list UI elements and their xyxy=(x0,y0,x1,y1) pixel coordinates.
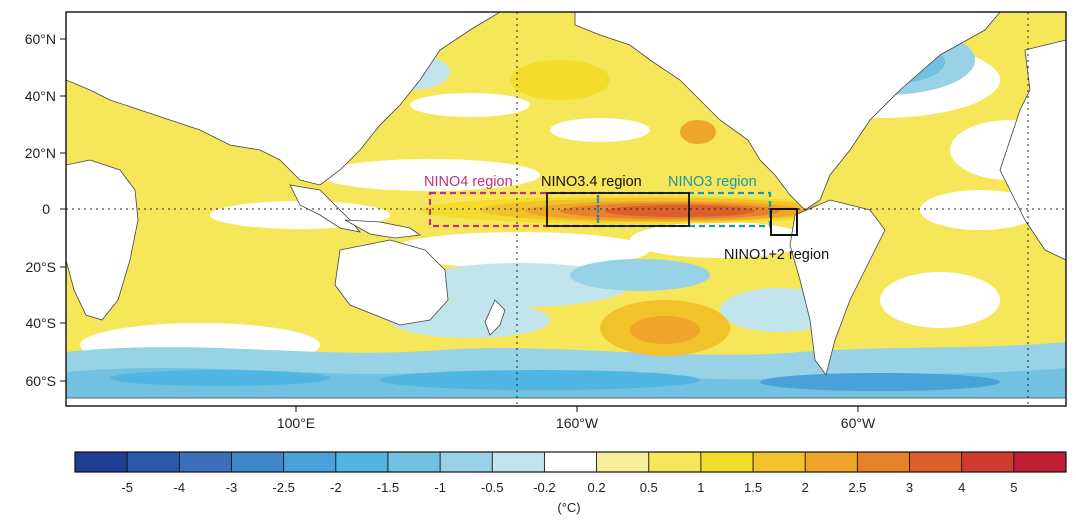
colorbar-tick-label: 5 xyxy=(1010,480,1017,495)
colorbar-swatch xyxy=(857,452,910,472)
map-gridlines xyxy=(66,12,1066,406)
colorbar-swatch xyxy=(961,452,1015,472)
colorbar-swatch xyxy=(75,452,128,472)
nino12-box xyxy=(770,208,798,236)
land-antarctica xyxy=(66,397,1066,406)
colorbar-tick-label: 3 xyxy=(906,480,913,495)
longitude-labels: 100°E 160°W 60°W xyxy=(277,415,876,431)
map-area xyxy=(66,12,1066,406)
colorbar-tick-label: 2.5 xyxy=(848,480,866,495)
land-new-zealand xyxy=(484,299,506,336)
colorbar-swatch xyxy=(544,452,597,472)
colorbar-swatch xyxy=(231,452,284,472)
land-australia xyxy=(334,239,449,326)
colorbar-swatch xyxy=(700,452,754,472)
colorbar-swatch xyxy=(909,452,962,472)
colorbar-tick-label: -0.2 xyxy=(533,480,555,495)
colorbar-unit: (°C) xyxy=(557,500,580,515)
lat-label: 40°S xyxy=(25,315,56,331)
colorbar: -5 -4 -3 -2.5 -2 -1.5 -1 -0.5 -0.2 0.2 0.5 1 1.5 2 2.5… xyxy=(74,451,1067,495)
colorbar-swatch xyxy=(805,452,858,472)
latitude-labels: 60°N 40°N 20°N 0 20°S 40°S 60°S xyxy=(25,31,56,389)
colorbar-swatch xyxy=(648,452,702,472)
colorbar-tick-label: -2 xyxy=(330,480,342,495)
lat-label: 20°S xyxy=(25,259,56,275)
colorbar-tick-label: -3 xyxy=(226,480,238,495)
colorbar-tick-label: -5 xyxy=(121,480,133,495)
land-eurasia-east xyxy=(66,12,501,186)
lon-label: 100°E xyxy=(277,415,315,431)
lat-label: 0 xyxy=(42,201,50,217)
region-labels: NINO4 region NINO3.4 region NINO3 region… xyxy=(424,174,829,263)
colorbar-tick-label: -0.5 xyxy=(481,480,503,495)
lat-label: 60°S xyxy=(25,373,56,389)
colorbar-swatch xyxy=(596,452,650,472)
land-north-america xyxy=(574,12,1001,211)
lon-label: 160°W xyxy=(556,415,599,431)
colorbar-swatch xyxy=(335,452,389,472)
colorbar-swatch xyxy=(1013,452,1067,472)
land-south-america xyxy=(789,199,886,376)
lat-label: 60°N xyxy=(25,31,56,47)
colorbar-tick-label: 4 xyxy=(958,480,965,495)
land-indonesia xyxy=(344,219,422,239)
colorbar-swatch xyxy=(753,452,806,472)
lon-label: 60°W xyxy=(841,415,876,431)
colorbar-tick-label: -1.5 xyxy=(377,480,399,495)
land-masses xyxy=(66,12,1066,406)
colorbar-swatch xyxy=(492,452,545,472)
colorbar-swatch xyxy=(127,452,180,472)
lat-label: 20°N xyxy=(25,145,56,161)
colorbar-swatch xyxy=(387,452,441,472)
land-europe-africa-west xyxy=(999,39,1066,261)
colorbar-tick-label: 1 xyxy=(697,480,704,495)
colorbar-swatch xyxy=(440,452,493,472)
nino34-box xyxy=(546,192,690,227)
colorbar-swatch xyxy=(179,452,232,472)
colorbar-tick-label: -2.5 xyxy=(272,480,294,495)
southern-ocean-cool-band xyxy=(66,342,1066,406)
el-nino-warm-tongue xyxy=(420,196,860,224)
colorbar-tick-label: 0.2 xyxy=(588,480,606,495)
colorbar-tick-label: -4 xyxy=(174,480,186,495)
nino-region-boxes xyxy=(428,191,798,236)
colorbar-swatch xyxy=(283,452,337,472)
axis-ticks xyxy=(60,38,859,412)
colorbar-frame xyxy=(74,451,1067,473)
colorbar-tick-label: 1.5 xyxy=(744,480,762,495)
nino3-label: NINO3 region xyxy=(668,174,757,190)
nino34-label: NINO3.4 region xyxy=(541,174,642,190)
land-africa-east xyxy=(66,159,139,321)
colorbar-tick-label: -1 xyxy=(434,480,446,495)
nino4-label: NINO4 region xyxy=(424,174,513,190)
colorbar-tick-label: 0.5 xyxy=(640,480,658,495)
colorbar-tick-label: 2 xyxy=(802,480,809,495)
nino12-label: NINO1+2 region xyxy=(724,247,829,263)
lat-label: 40°N xyxy=(25,88,56,104)
